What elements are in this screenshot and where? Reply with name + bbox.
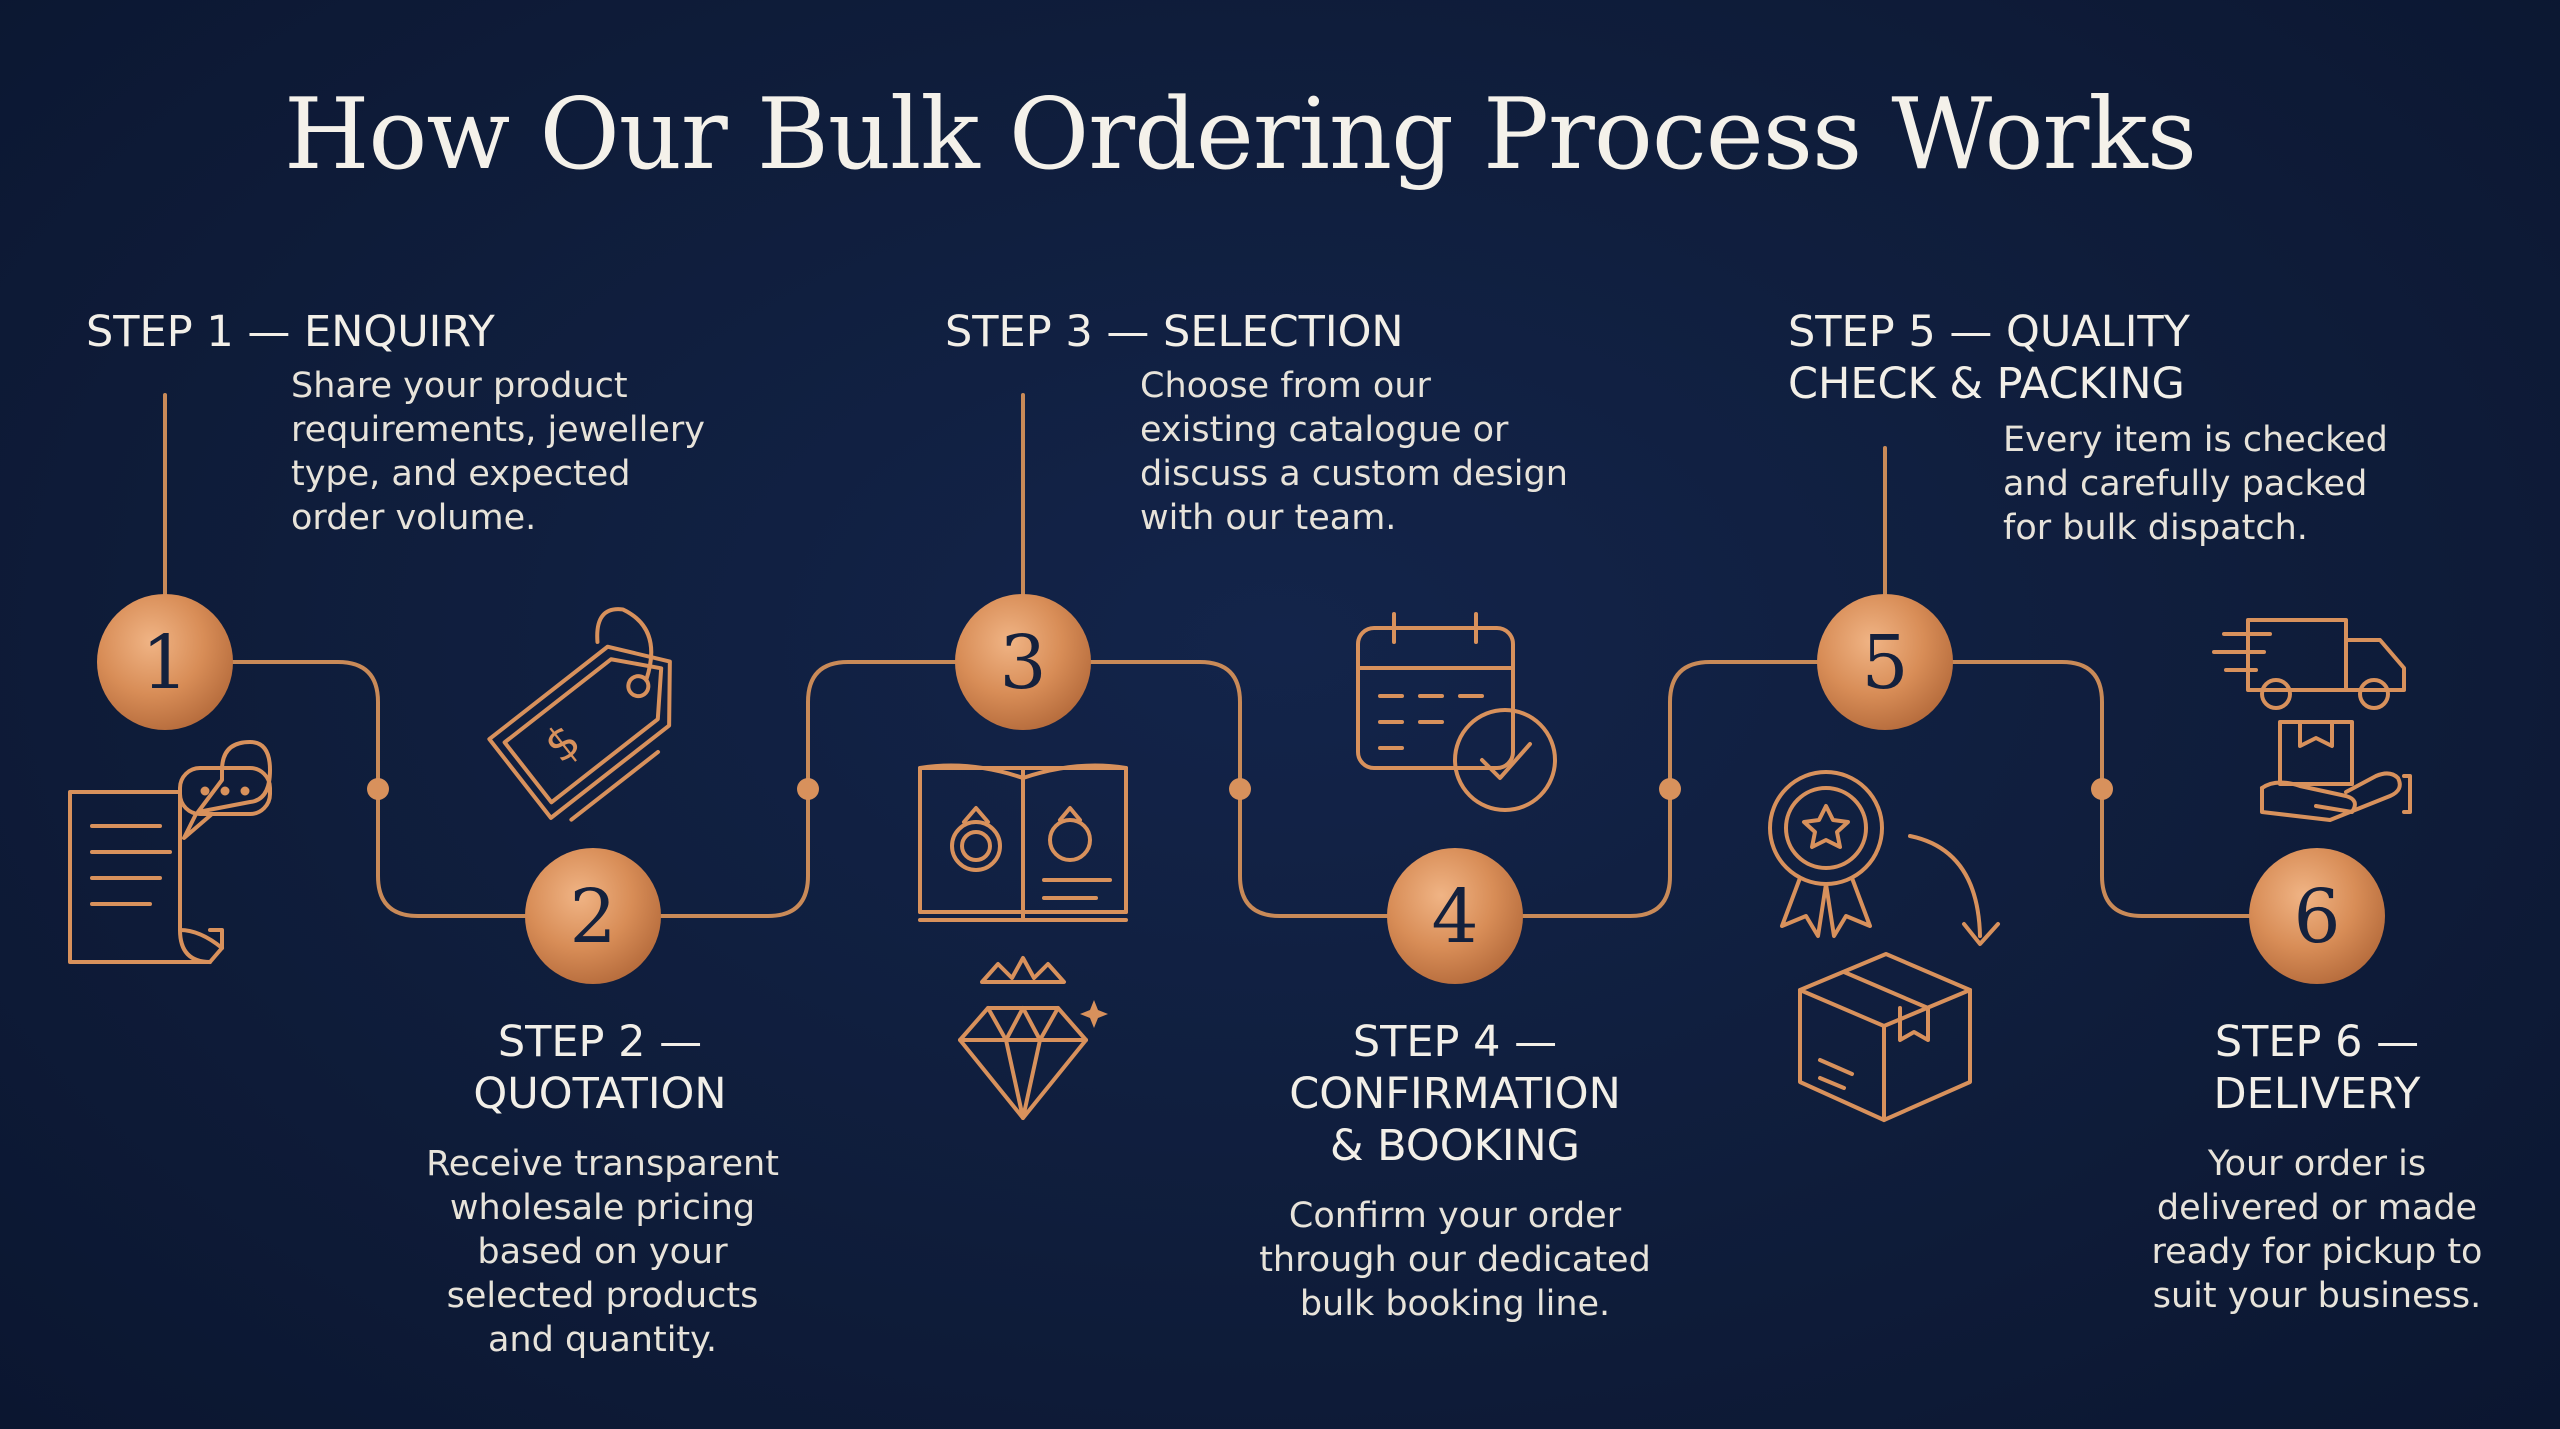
quality-badge-icon <box>1768 770 2000 946</box>
connector-dot <box>2091 778 2113 800</box>
step-4-circle: 4 <box>1387 848 1523 984</box>
document-chat-icon <box>68 740 272 964</box>
step-5-circle: 5 <box>1817 594 1953 730</box>
hand-package-icon <box>2260 720 2412 822</box>
step-5-description: Every item is checked and carefully pack… <box>2003 420 2388 548</box>
step-5-title: STEP 5 — QUALITY CHECK & PACKING <box>1788 307 2190 409</box>
page-title: How Our Bulk Ordering Process Works <box>283 78 2197 192</box>
connector-dot <box>797 778 819 800</box>
connector-dot <box>1229 778 1251 800</box>
svg-text:$: $ <box>534 713 590 774</box>
step-2-number: 2 <box>569 874 616 960</box>
diamond-crown-icon <box>958 956 1108 1120</box>
calendar-check-icon <box>1356 612 1557 812</box>
step-4-number: 4 <box>1431 874 1478 960</box>
step-3-title: STEP 3 — SELECTION <box>945 307 1404 357</box>
connector-dot <box>1659 778 1681 800</box>
step-1-circle: 1 <box>97 594 233 730</box>
step-1-title: STEP 1 — ENQUIRY <box>86 307 495 357</box>
step-3-description: Choose from our existing catalogue or di… <box>1140 366 1568 538</box>
step-3-circle: 3 <box>955 594 1091 730</box>
step-4-description: Confirm your order through our dedicated… <box>1259 1196 1651 1324</box>
step-1-description: Share your product requirements, jewelle… <box>291 366 705 538</box>
step-6-circle: 6 <box>2249 848 2385 984</box>
step-2-title: STEP 2 — QUOTATION <box>473 1017 727 1119</box>
price-tag-icon: $ <box>487 607 672 822</box>
catalogue-book-icon <box>918 763 1128 922</box>
step-6-description: Your order is delivered or made ready fo… <box>2151 1144 2483 1316</box>
step-6-number: 6 <box>2293 874 2340 960</box>
package-box-icon <box>1798 952 1972 1122</box>
step-3-number: 3 <box>999 620 1046 706</box>
step-1-number: 1 <box>141 620 188 706</box>
step-2-circle: 2 <box>525 848 661 984</box>
step-6-title: STEP 6 — DELIVERY <box>2213 1017 2421 1119</box>
delivery-truck-icon <box>2212 618 2406 710</box>
connector-dot <box>367 778 389 800</box>
step-2-description: Receive transparent wholesale pricing ba… <box>426 1144 779 1360</box>
step-5-number: 5 <box>1861 620 1908 706</box>
step-4-title: STEP 4 — CONFIRMATION & BOOKING <box>1289 1017 1621 1171</box>
